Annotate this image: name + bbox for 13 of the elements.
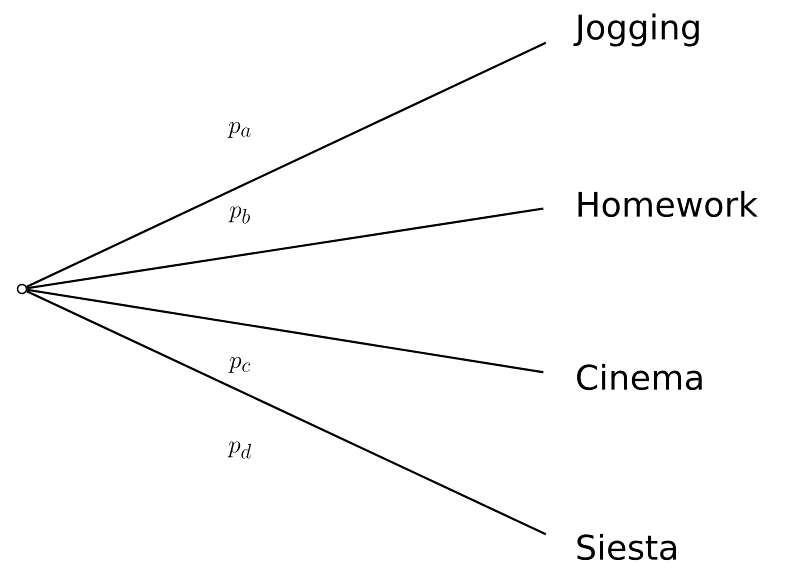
branch-line bbox=[27, 207, 544, 290]
branch-line bbox=[27, 288, 544, 374]
edge-label: $p_c$ bbox=[228, 356, 250, 373]
option-label: Jogging bbox=[573, 14, 699, 46]
option-label: Cinema bbox=[577, 364, 702, 390]
branch-line bbox=[26, 42, 546, 288]
option-label: Homework bbox=[578, 190, 758, 218]
root-circle bbox=[16, 284, 28, 294]
branch-line bbox=[26, 290, 546, 536]
option-label: Siesta bbox=[577, 534, 676, 560]
edge-label: $p_d$ bbox=[228, 441, 252, 458]
edge-label: $p_b$ bbox=[228, 206, 250, 224]
edge-label: $p_a$ bbox=[228, 122, 251, 138]
